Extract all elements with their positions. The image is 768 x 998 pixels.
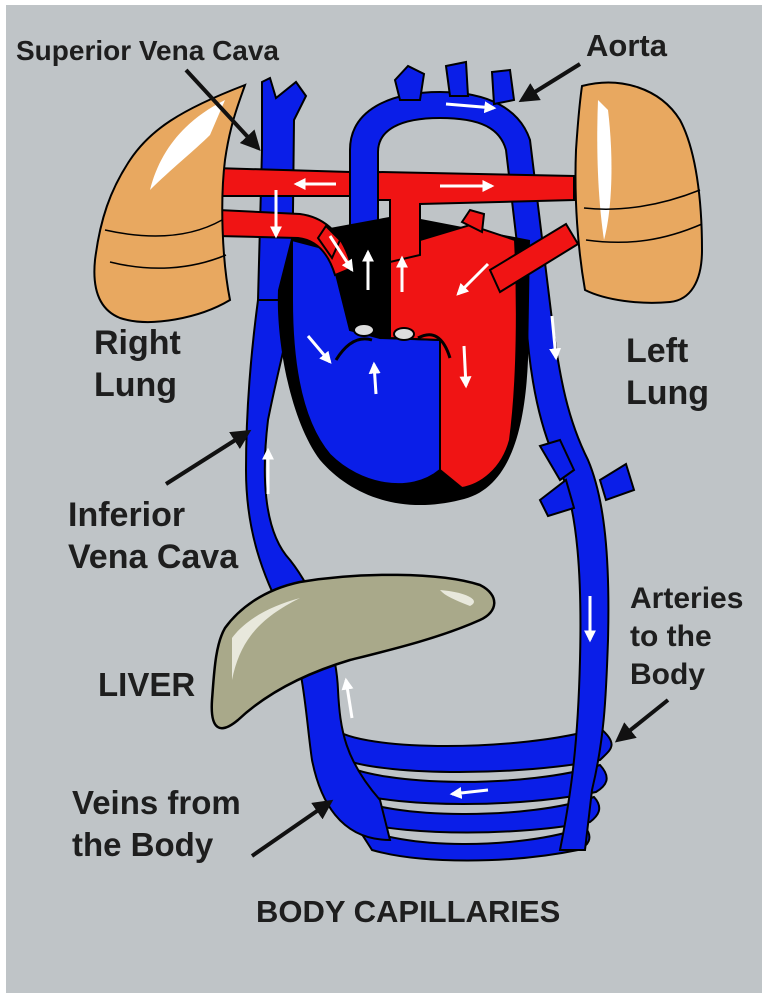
aorta-branch <box>492 70 514 104</box>
pulmonary-artery <box>214 168 350 196</box>
aorta-branch <box>446 62 468 96</box>
flow-arrow <box>464 346 466 386</box>
label-veins-1: Veins from <box>72 784 241 821</box>
label-inferior-vena-cava-2: Vena Cava <box>68 538 239 576</box>
label-right-lung-2: Lung <box>94 366 177 404</box>
label-veins-2: the Body <box>72 826 214 863</box>
label-aorta: Aorta <box>586 28 668 63</box>
label-liver: LIVER <box>98 666 195 703</box>
heart-valve <box>354 324 374 336</box>
label-right-lung-1: Right <box>94 324 181 362</box>
label-arteries-3: Body <box>630 658 705 691</box>
heart-valve <box>394 328 414 340</box>
label-left-lung-1: Left <box>626 332 688 370</box>
label-superior-vena-cava: Superior Vena Cava <box>16 35 279 66</box>
label-body-capillaries: BODY CAPILLARIES <box>256 894 560 929</box>
label-arteries-1: Arteries <box>630 582 743 615</box>
flow-arrow <box>374 364 376 394</box>
label-arteries-2: to the <box>630 620 712 653</box>
label-left-lung-2: Lung <box>626 374 709 412</box>
label-inferior-vena-cava-1: Inferior <box>68 496 185 534</box>
